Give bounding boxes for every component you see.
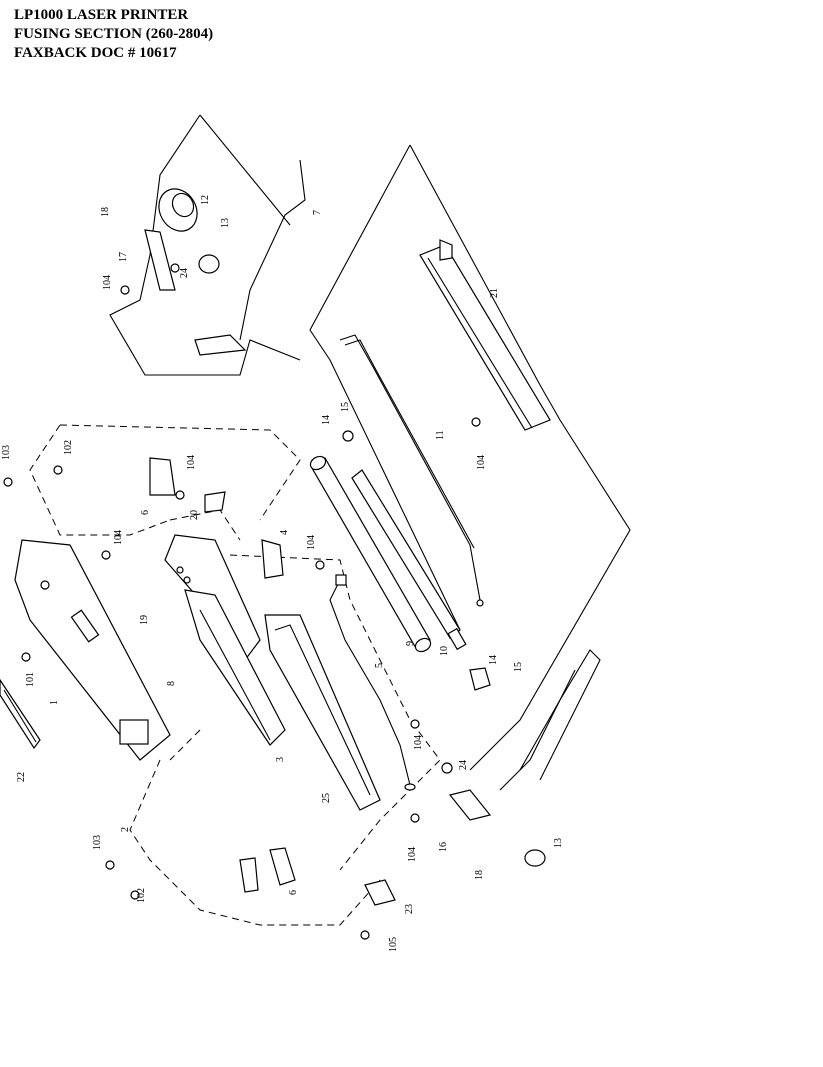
callout-13b: 13	[553, 838, 564, 848]
callout-8: 8	[166, 681, 177, 686]
plate-part-3	[184, 589, 286, 746]
callout-104a: 104	[102, 275, 113, 290]
callout-2: 2	[120, 827, 131, 832]
heat-roller-part-9	[309, 455, 432, 653]
callout-25: 25	[321, 793, 332, 803]
callout-103b: 103	[92, 835, 103, 850]
right-frame-outline	[309, 144, 631, 771]
guide-part-25	[264, 614, 381, 811]
callout-12: 12	[200, 195, 211, 205]
frame-plate-part-1	[14, 539, 171, 761]
callout-13a: 13	[220, 218, 231, 228]
callout-15b: 15	[513, 662, 524, 672]
callout-105: 105	[388, 937, 399, 952]
callout-20: 20	[189, 510, 200, 520]
callout-labels: 1 2 3 4 5 6 6 7 8 9 10 11 12 13 13 14 14…	[1, 195, 564, 952]
callout-24b: 24	[458, 760, 469, 770]
fixing-bar-part-21	[419, 239, 551, 431]
document-title-block: LP1000 LASER PRINTER FUSING SECTION (260…	[14, 6, 213, 63]
callout-6b: 6	[288, 890, 299, 895]
title-faxback-doc: FAXBACK DOC # 10617	[14, 45, 177, 61]
callout-1: 1	[49, 700, 60, 705]
callout-16: 16	[438, 842, 449, 852]
callout-5: 5	[374, 663, 385, 668]
callout-15a: 15	[340, 402, 351, 412]
gear-part-12	[158, 188, 198, 232]
wire-harness-part-5	[329, 574, 416, 791]
callout-102a: 102	[63, 440, 74, 455]
callout-104e: 104	[476, 455, 487, 470]
callout-14b: 14	[488, 655, 499, 665]
lower-bracket-assembly	[239, 847, 396, 906]
callout-18b: 18	[474, 870, 485, 880]
right-side-frame-assembly	[448, 649, 601, 867]
callout-21: 21	[489, 288, 500, 298]
callout-10: 10	[439, 646, 450, 656]
callout-4: 4	[279, 530, 290, 535]
callout-6a: 6	[140, 510, 151, 515]
pressure-roller-part-10	[351, 469, 467, 651]
callout-7: 7	[312, 210, 323, 215]
callout-11: 11	[435, 430, 446, 440]
frame-part-7-top	[194, 159, 306, 356]
callout-19: 19	[139, 615, 150, 625]
screws	[3, 263, 481, 940]
callout-104b: 104	[186, 455, 197, 470]
callout-101: 101	[25, 672, 36, 687]
callout-17: 17	[118, 252, 129, 262]
callout-3: 3	[275, 757, 286, 762]
upper-drive-group-outline	[109, 114, 301, 376]
callout-23: 23	[404, 904, 415, 914]
callout-104f: 104	[413, 735, 424, 750]
callout-22: 22	[16, 772, 27, 782]
title-section: FUSING SECTION (260-2804)	[14, 26, 214, 42]
callout-14a: 14	[321, 415, 332, 425]
bracket-part-17	[144, 229, 176, 291]
callout-104c: 104	[113, 530, 124, 545]
callout-102b: 102	[136, 888, 147, 903]
rail-part-22	[0, 678, 41, 750]
callout-9: 9	[405, 641, 416, 646]
callout-104g: 104	[407, 847, 418, 862]
callout-104d: 104	[306, 535, 317, 550]
gear-part-13-top	[198, 254, 220, 274]
title-printer-model: LP1000 LASER PRINTER	[14, 7, 189, 23]
heater-lamp-part-11	[339, 334, 484, 607]
callout-18a: 18	[100, 207, 111, 217]
bracket-part-6-top	[149, 457, 284, 579]
callout-103a: 103	[1, 445, 12, 460]
callout-24a: 24	[179, 268, 190, 278]
